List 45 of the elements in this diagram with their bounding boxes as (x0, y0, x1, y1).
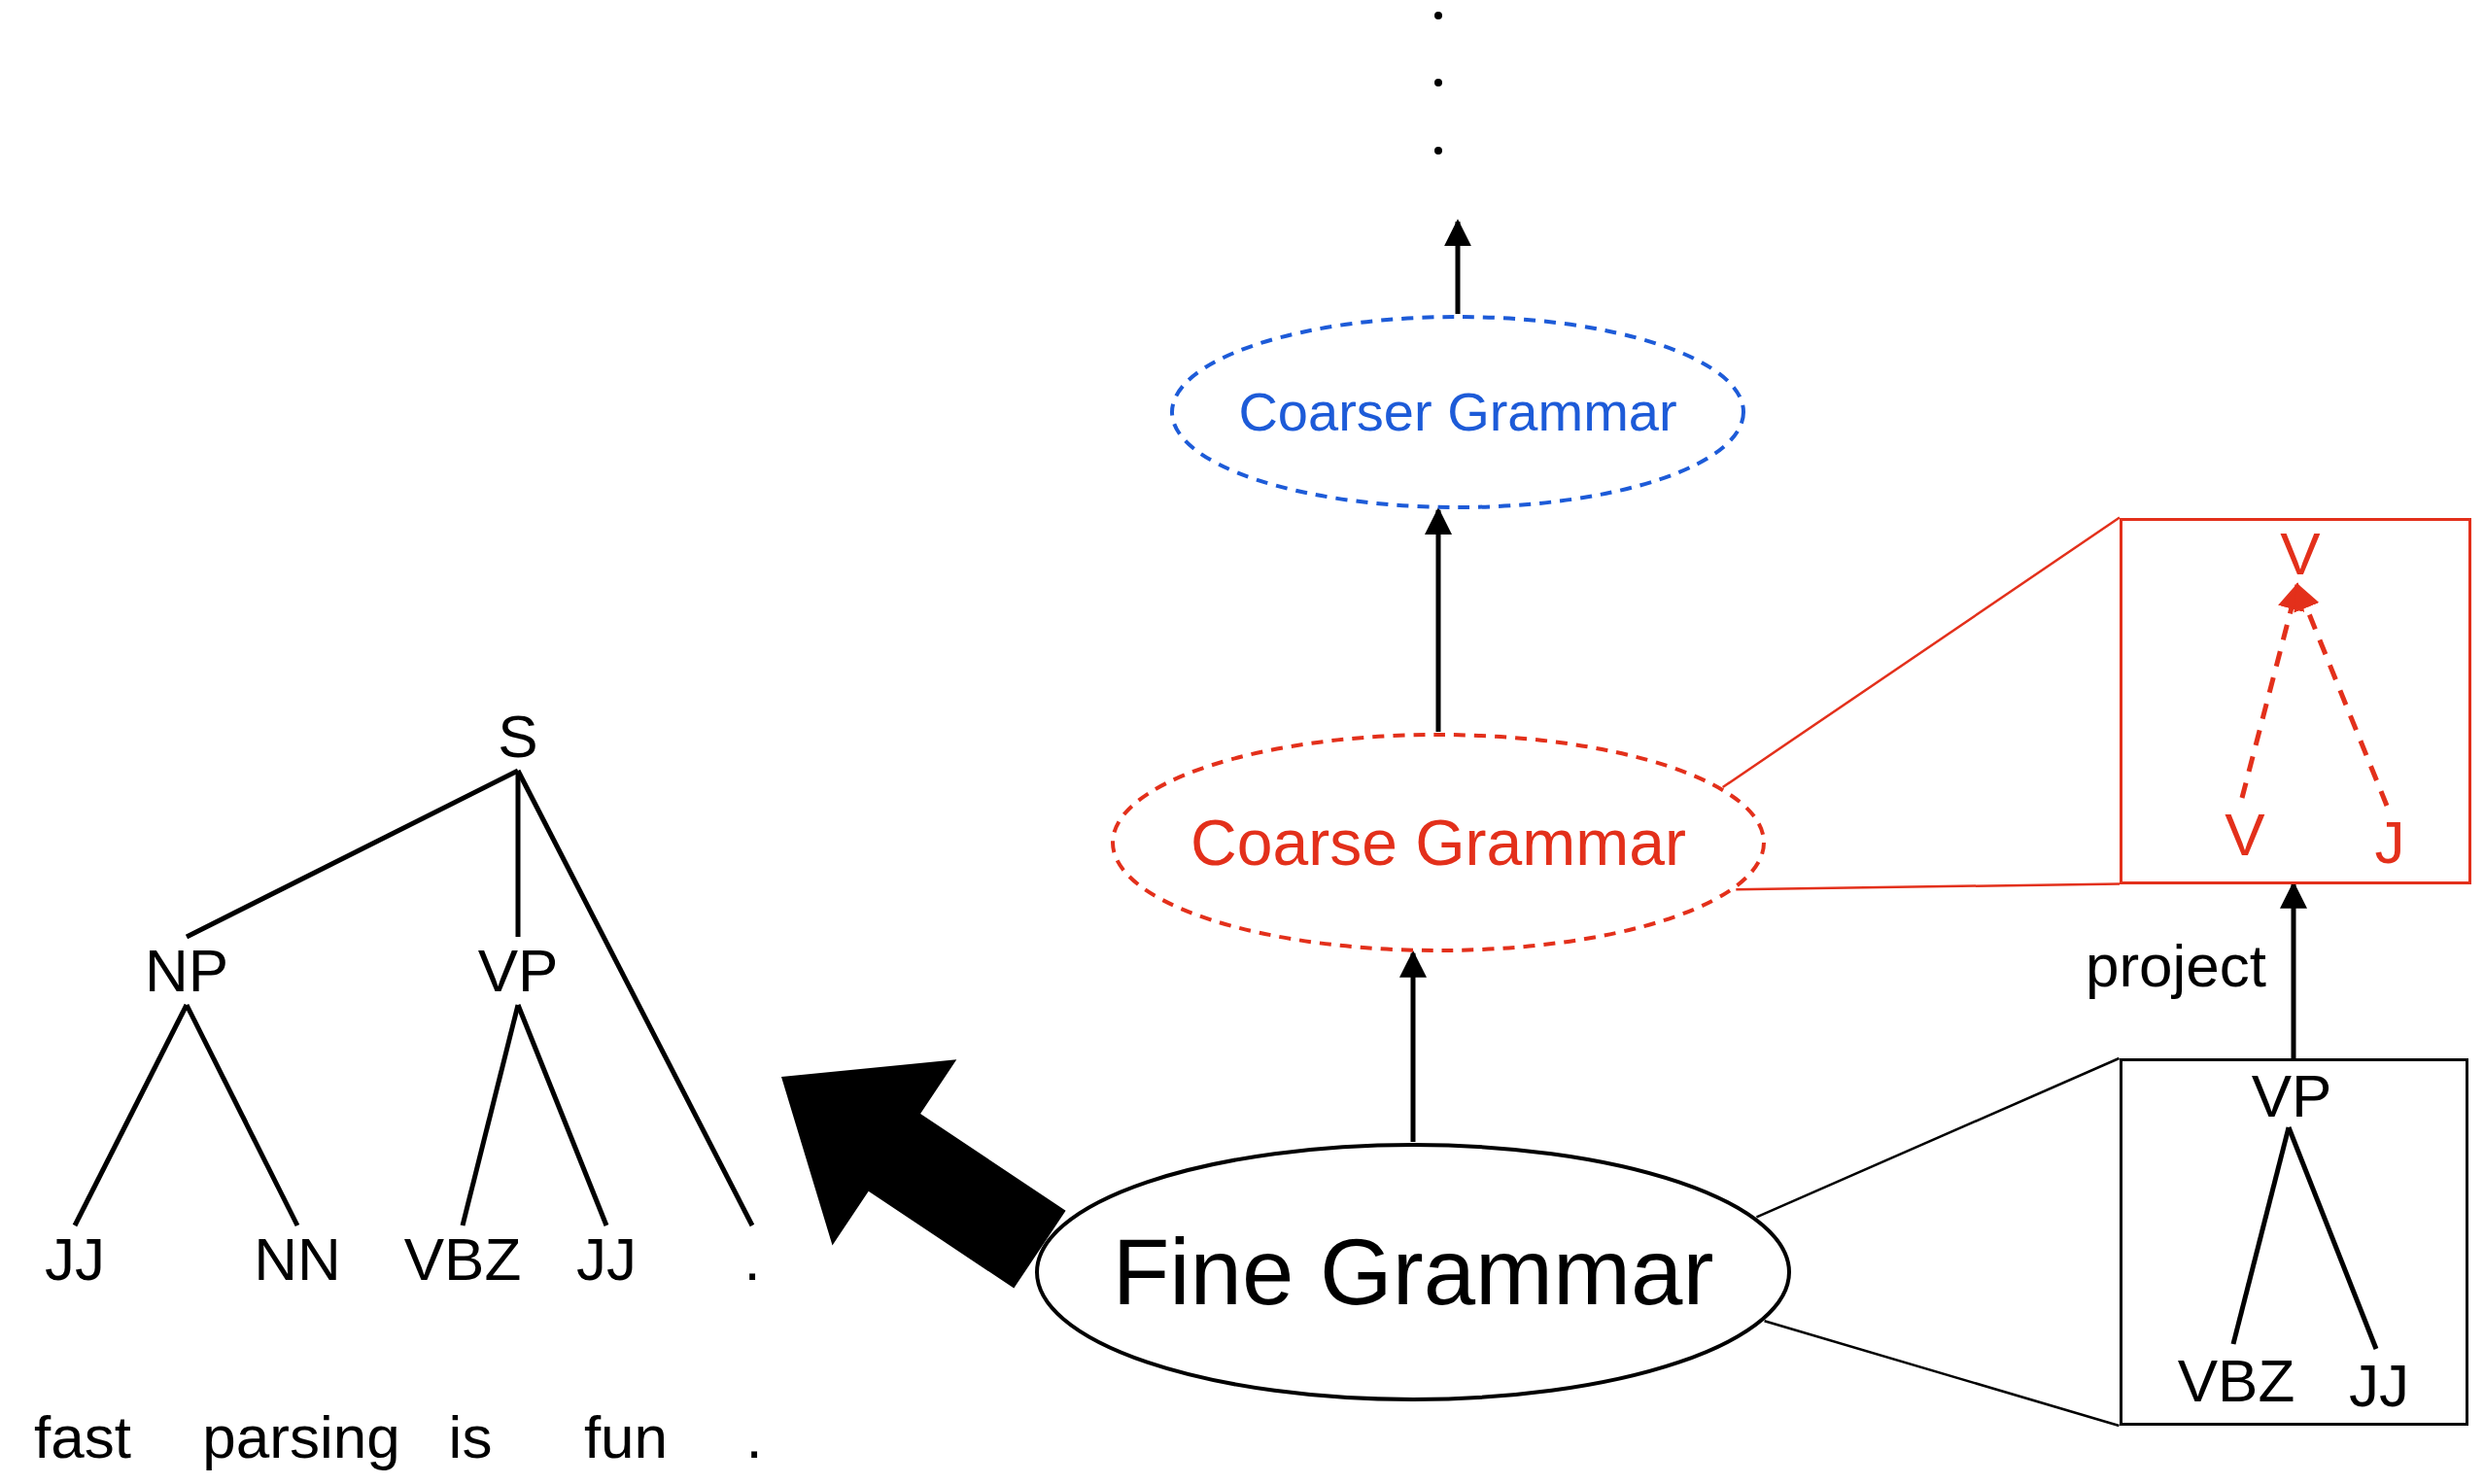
tree-label: JJ (2345, 1352, 2413, 1420)
tree-label: S (489, 703, 547, 771)
tree-label: J (2370, 809, 2409, 877)
connector-line (184, 1003, 300, 1227)
arrow (1399, 949, 1427, 1142)
grammar-ellipse (1034, 1142, 1792, 1402)
tree-label: VBZ (399, 1225, 526, 1294)
grammar-label: Fine Grammar (1112, 1225, 1714, 1319)
arrow (2239, 582, 2305, 799)
tree-label: JJ (572, 1225, 640, 1294)
tree-label: NN (244, 1225, 351, 1294)
arrow (2294, 582, 2390, 807)
tree-label: V (2276, 520, 2325, 588)
arrow (1444, 219, 1471, 314)
tree-label: . (733, 1225, 772, 1294)
connector-line (72, 1003, 190, 1227)
block-arrow (781, 1059, 1066, 1289)
connector-line (515, 1004, 609, 1226)
tree-label: VBZ (2173, 1347, 2299, 1415)
connector-line (460, 1004, 521, 1226)
connector-line (1764, 1320, 2120, 1428)
tree-label: NP (133, 937, 240, 1005)
connector-line (515, 771, 521, 937)
grammar-ellipse (1110, 732, 1767, 953)
tree-label: V (2221, 801, 2269, 869)
grammar-ellipse (1169, 314, 1746, 510)
connector-line (1755, 1056, 2120, 1219)
connector-line (185, 768, 520, 940)
sentence-word: is (448, 1407, 493, 1467)
sentence-word: fun (583, 1407, 669, 1467)
grammar-label: Coarser Grammar (1238, 385, 1677, 439)
sentence-word: . (745, 1407, 763, 1467)
tree-label: JJ (41, 1225, 109, 1294)
connector-line (515, 769, 755, 1227)
zoom-box (2120, 517, 2471, 884)
tree-label: VP (465, 937, 571, 1005)
connector-line (2230, 1126, 2292, 1345)
zoom-box (2119, 1058, 2468, 1426)
grammar-label: Coarse Grammar (1190, 811, 1686, 875)
sentence-word: fast (34, 1407, 131, 1467)
connector-line (2286, 1126, 2379, 1350)
connector-line (1722, 516, 2121, 789)
connector-line (1736, 882, 2120, 891)
tree-label: VP (2243, 1062, 2340, 1130)
arrow (1425, 506, 1452, 732)
